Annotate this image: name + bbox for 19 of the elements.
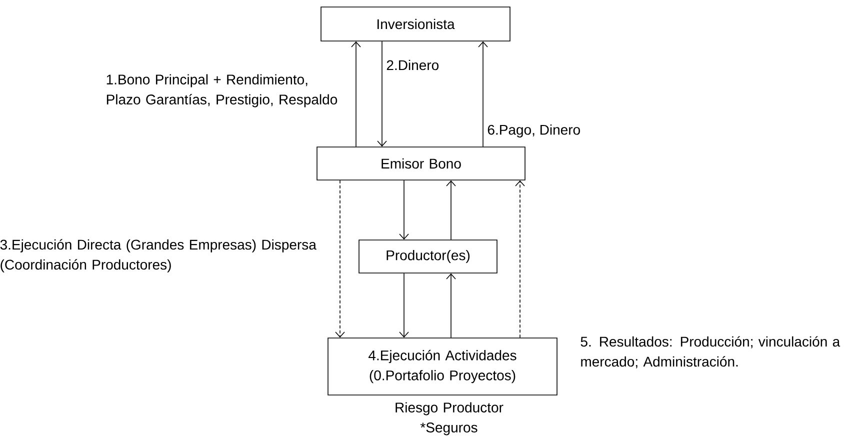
process-box: Productor(es) bbox=[358, 240, 498, 274]
edge-label: 1.Bono Principal + Rendimiento, Plazo Garantías, Prestigio, Respaldo bbox=[106, 74, 338, 108]
process-box: Inversionista bbox=[320, 6, 510, 42]
arrow bbox=[446, 273, 456, 338]
arrow bbox=[478, 41, 488, 147]
edge-label: 3.Ejecución Directa (Grandes Empresas) Dispersa (Coordinación Productores) bbox=[0, 239, 316, 272]
arrow bbox=[446, 180, 456, 240]
arrow bbox=[377, 41, 387, 147]
edge-label: 6.Pago, Dinero bbox=[488, 124, 580, 138]
arrow bbox=[399, 273, 409, 338]
caption-text: Riesgo Productor *Seguros bbox=[396, 402, 504, 436]
process-box: 4.Ejecución Actividades (0.Portafolio Proyectos) bbox=[328, 338, 558, 396]
arrow bbox=[515, 180, 525, 338]
edge-label: 5. Resultados: Producción; vinculación a mercado; Administración. bbox=[580, 336, 840, 368]
arrow bbox=[351, 41, 361, 147]
edge-label: 2.Dinero bbox=[386, 60, 439, 70]
arrow bbox=[335, 180, 345, 338]
arrow bbox=[399, 180, 409, 240]
process-box: Emisor Bono bbox=[316, 146, 526, 180]
